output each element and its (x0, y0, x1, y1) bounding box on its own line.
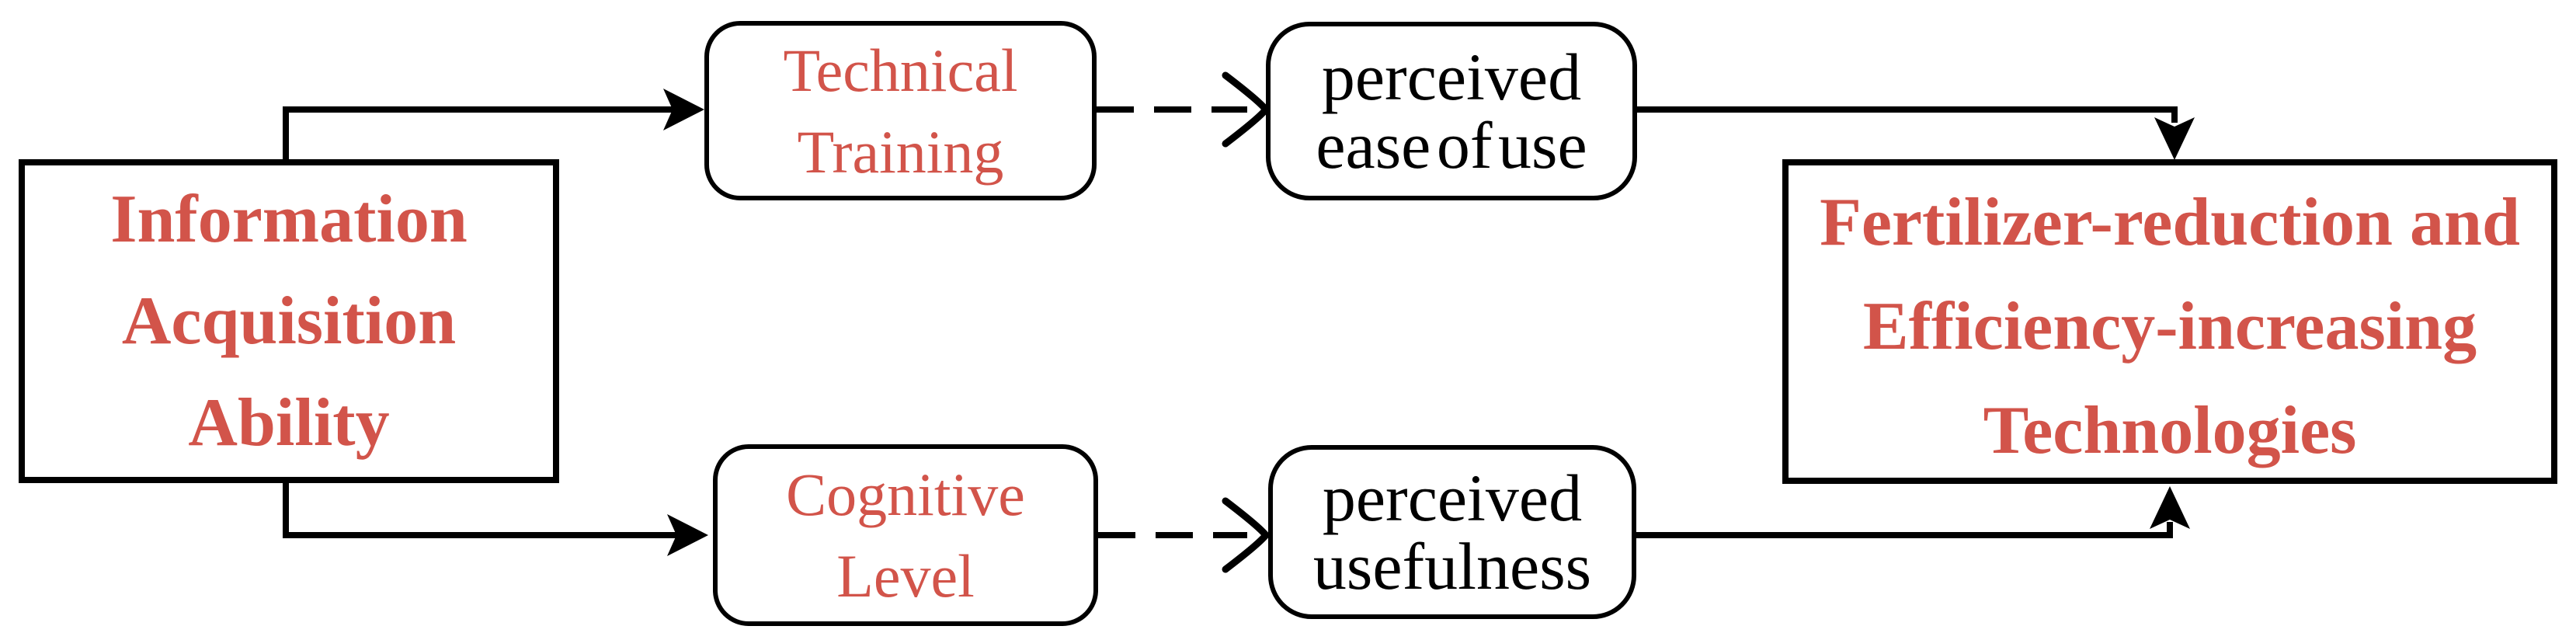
node-label-line: Fertilizer-reduction and (1820, 185, 2520, 260)
node-label-line: perceived (1322, 461, 1583, 535)
arrowhead-fertilizer-top (2154, 117, 2195, 160)
arrowhead-fertilizer-bottom (2150, 486, 2190, 529)
arrowhead-technical-training (663, 89, 704, 130)
open-arrowhead-usefulness (1222, 497, 1271, 573)
node-cognitive-level: Cognitive Level (713, 444, 1098, 626)
node-label-line: Ability (188, 385, 390, 461)
node-label-line: Efficiency-increasing (1862, 289, 2477, 364)
node-label-line: ease of use (1316, 108, 1587, 183)
edge-usefulness-to-fertilizer (1636, 522, 2173, 538)
node-fertilizer-reduction-technologies: Fertilizer-reduction and Efficiency-incr… (1782, 159, 2557, 484)
node-perceived-usefulness: perceived usefulness (1268, 445, 1636, 619)
node-perceived-ease-of-use: perceived ease of use (1266, 22, 1637, 200)
node-label-line: Acquisition (121, 283, 457, 359)
node-label-line: perceived (1321, 40, 1582, 114)
node-label-line: Training (797, 117, 1004, 186)
node-label-line: Level (836, 542, 975, 610)
node-label-line: Information (110, 182, 468, 257)
arrowhead-cognitive-level (667, 514, 708, 556)
node-technical-training: Technical Training (704, 21, 1097, 200)
node-information-acquisition-ability: Information Acquisition Ability (19, 159, 559, 483)
node-label-line: Cognitive (786, 461, 1025, 528)
node-label-line: Technical (783, 36, 1018, 104)
edge-ease-to-fertilizer (1637, 106, 2178, 123)
node-label-line: Technologies (1983, 393, 2357, 468)
edge-iaa-to-technical-training (283, 106, 673, 159)
node-label-line: usefulness (1312, 529, 1592, 603)
edge-iaa-to-cognitive-level (283, 483, 676, 538)
